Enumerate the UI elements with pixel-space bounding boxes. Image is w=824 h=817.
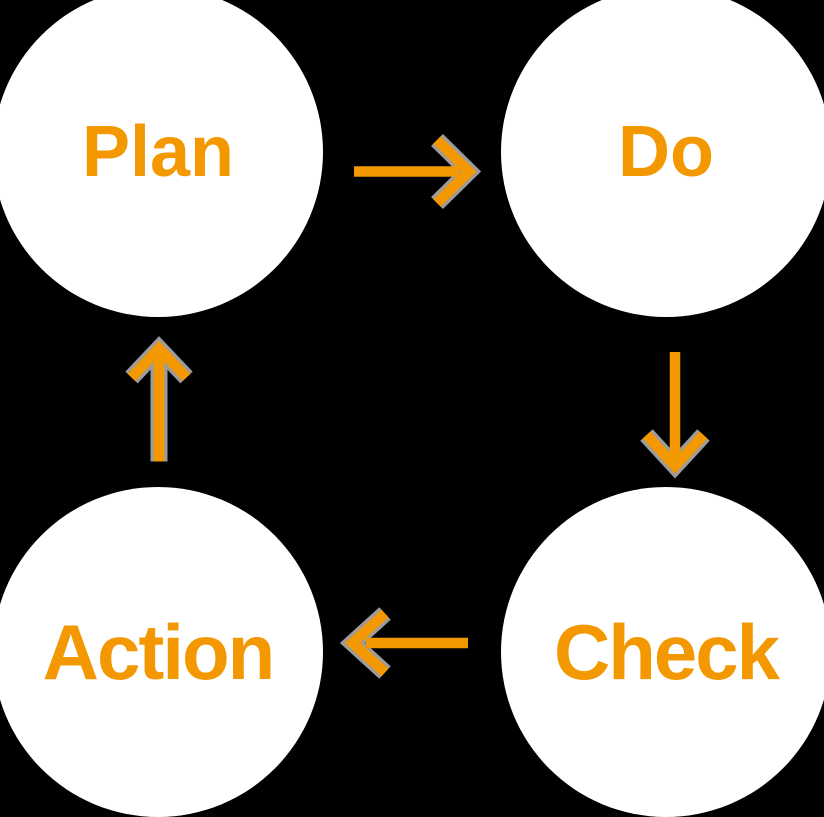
left-arrow-halo — [339, 607, 391, 679]
arrow-do-to-check — [640, 352, 710, 479]
node-action: Action — [0, 487, 323, 817]
node-check-label: Check — [553, 608, 780, 696]
down-arrow-halo — [640, 429, 710, 479]
node-plan-label: Plan — [81, 112, 235, 192]
up-arrow-icon — [127, 340, 191, 382]
up-arrow-halo — [125, 336, 193, 384]
arrow-plan-to-do — [354, 133, 482, 210]
node-do: Do — [501, 0, 824, 317]
node-check: Check — [501, 487, 824, 817]
right-arrow-halo — [431, 133, 482, 210]
node-do-label: Do — [618, 112, 714, 192]
node-action-label: Action — [42, 608, 276, 696]
node-plan: Plan — [0, 0, 323, 317]
right-arrow-icon — [433, 136, 477, 207]
arrow-check-to-action — [339, 607, 468, 679]
left-arrow-icon — [344, 609, 389, 677]
arrow-action-to-plan — [125, 336, 193, 462]
down-arrow-icon — [642, 431, 708, 474]
